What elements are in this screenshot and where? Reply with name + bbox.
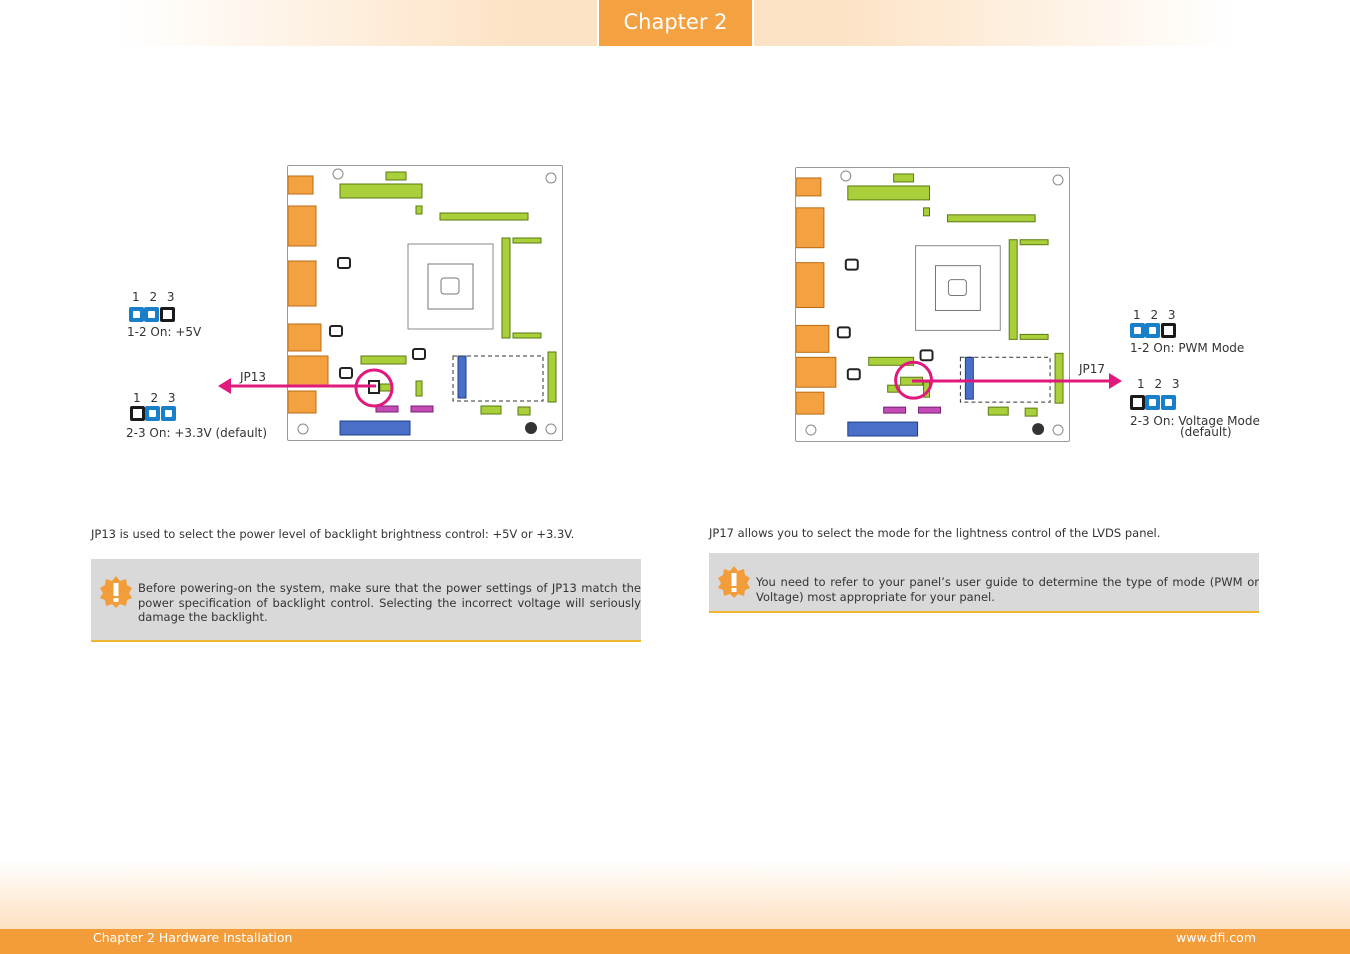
jumper-bottom-diagram: [1130, 395, 1176, 410]
right-pointer-arrow: [912, 373, 1122, 389]
exclamation-warning-icon: [718, 566, 750, 598]
connector-label: JP17: [1079, 362, 1106, 376]
footer-website-link[interactable]: www.dfi.com: [1176, 930, 1256, 945]
jumper-top-diagram: [129, 307, 175, 322]
jumper-top-diagram: [1130, 323, 1176, 338]
exclamation-warning-icon: [100, 576, 132, 608]
left-warning-note: Before powering-on the system, make sure…: [91, 559, 641, 642]
jumper-bottom-diagram: [130, 406, 176, 421]
footer-section-title: Chapter 2 Hardware Installation: [93, 930, 293, 945]
motherboard-diagram: [287, 165, 563, 441]
left-note-text: Before powering-on the system, make sure…: [138, 581, 641, 624]
jumper-bottom-setting: 2-3 On: +3.3V (default): [126, 426, 268, 440]
footer-band: [0, 860, 1350, 930]
right-warning-note: You need to refer to your panel’s user g…: [709, 553, 1259, 613]
right-note-text: You need to refer to your panel’s user g…: [756, 575, 1259, 604]
chapter-tab: Chapter 2: [597, 0, 754, 46]
left-description: JP13 is used to select the power level o…: [91, 527, 575, 541]
jumper-bottom-pin-numbers: 1 2 3: [133, 391, 179, 405]
motherboard-illustration: [287, 168, 557, 436]
jumper-bottom-pin-numbers: 1 2 3: [1137, 377, 1183, 391]
left-pointer-arrow: [218, 378, 376, 394]
jumper-bottom-setting: 2-3 On: Voltage Mode: [1130, 414, 1260, 428]
motherboard-diagram: [795, 167, 1070, 442]
footer-bar: [0, 929, 1350, 954]
jumper-bottom-setting-default: (default): [1180, 425, 1232, 439]
connector-label: JP13: [240, 370, 267, 384]
jumper-top-setting: 1-2 On: PWM Mode: [1130, 341, 1245, 355]
right-description: JP17 allows you to select the mode for t…: [709, 526, 1161, 540]
jumper-top-pin-numbers: 1 2 3: [132, 290, 178, 304]
motherboard-illustration: [795, 170, 1064, 437]
jumper-top-pin-numbers: 1 2 3: [1133, 308, 1179, 322]
jumper-top-setting: 1-2 On: +5V: [127, 325, 202, 339]
